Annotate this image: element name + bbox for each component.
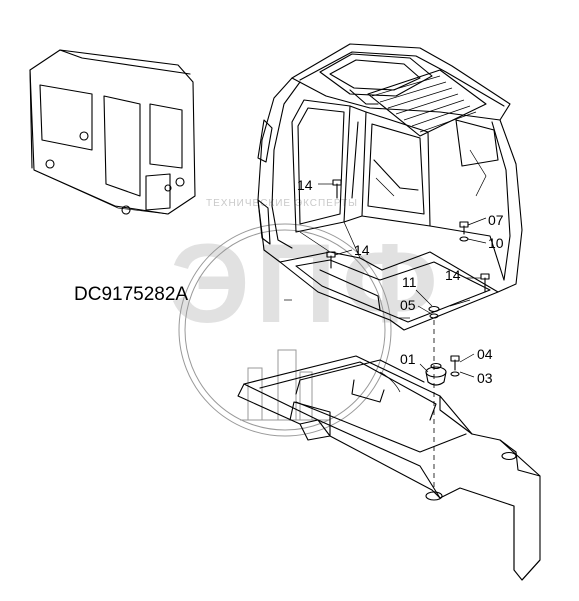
callout-01[interactable]: 01 [400, 351, 416, 367]
callout-07[interactable]: 07 [488, 212, 504, 228]
reference-cab [29, 49, 196, 215]
callout-03[interactable]: 03 [477, 370, 493, 386]
cab-mount [425, 355, 460, 386]
leader-lines [318, 183, 487, 378]
callout-05[interactable]: 05 [400, 297, 416, 313]
callout-10[interactable]: 10 [488, 235, 504, 251]
callout-11[interactable]: 11 [402, 274, 417, 290]
callout-14-upper[interactable]: 14 [297, 177, 313, 193]
base-frame [237, 355, 541, 581]
callout-14-right[interactable]: 14 [445, 267, 461, 283]
callout-04[interactable]: 04 [477, 346, 493, 362]
watermark-emblem [178, 223, 392, 437]
callout-14-middle[interactable]: 14 [354, 242, 370, 258]
watermark-company-text: ТЕХНИЧЕСКИЕ ЭКСПЕРТЫ [206, 198, 359, 209]
watermark-logo-letters: ЭПФ [170, 221, 444, 346]
cab-bolts [326, 179, 490, 319]
diagram-code-label: DC9175282A [74, 284, 189, 305]
cab-frame [257, 43, 523, 331]
